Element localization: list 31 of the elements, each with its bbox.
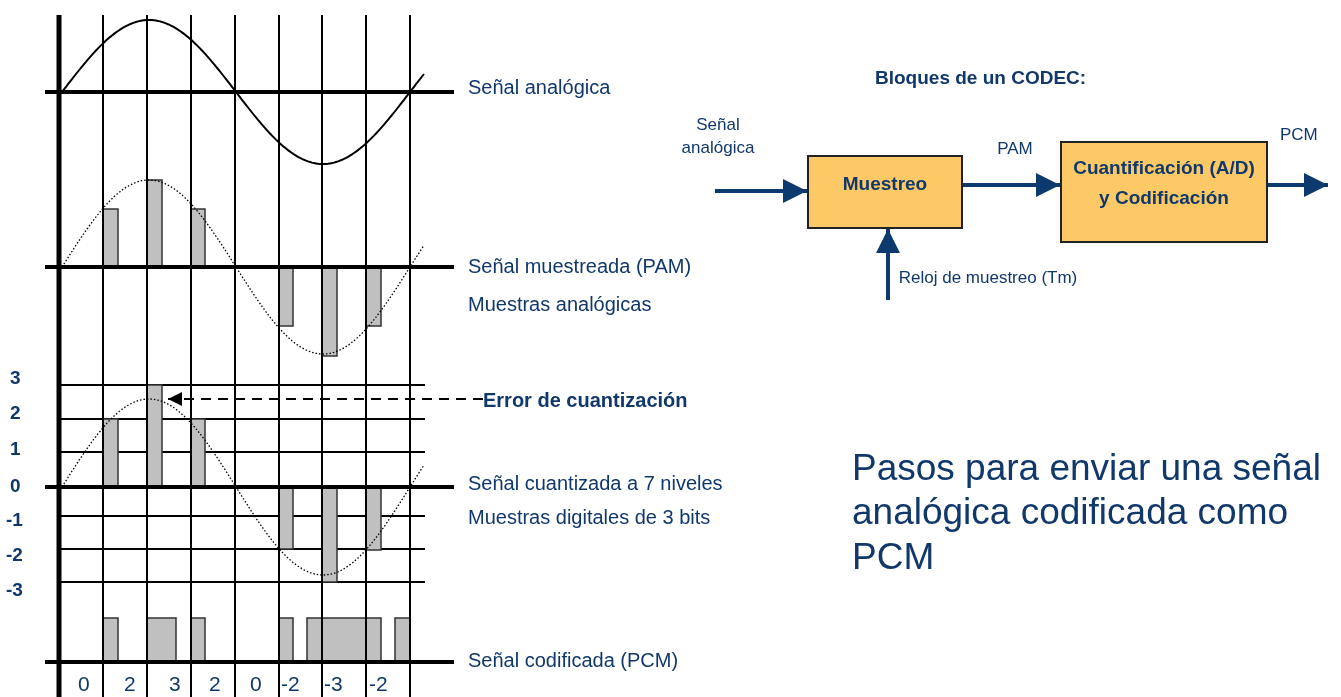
level-number: 2 [10, 403, 21, 424]
level-number: -2 [6, 545, 23, 566]
waveform-label: Señal analógica [468, 76, 611, 98]
code-value: 3 [169, 672, 181, 696]
process-box: Muestreo [807, 155, 963, 229]
waveform-label: Señal codificada (PCM) [468, 649, 679, 671]
arrow [876, 229, 900, 300]
waveform-label: Muestras analógicas [468, 293, 652, 315]
diagram-title: Pasos para enviar una señal analógica codificada como PCM [852, 446, 1322, 579]
code-value: 2 [209, 672, 221, 696]
level-number: 1 [10, 439, 21, 460]
section-heading: Bloques de un CODEC: [875, 68, 1087, 89]
dashed-arrow [167, 392, 484, 406]
waveform-label: Señal muestreada (PAM) [468, 255, 692, 277]
level-number: 3 [10, 368, 21, 389]
code-value: -2 [369, 672, 388, 696]
arrow [963, 173, 1060, 197]
level-number: 0 [10, 476, 21, 497]
code-value: 0 [78, 672, 90, 696]
code-value: -3 [324, 672, 343, 696]
waveform-label: Señal cuantizada a 7 niveles [468, 472, 723, 494]
level-number: -3 [6, 580, 23, 601]
arrow [1268, 173, 1328, 197]
process-box: Cuantificación (A/D) y Codificación [1060, 141, 1268, 243]
waveform-label: Muestras digitales de 3 bits [468, 506, 711, 528]
level-number: -1 [6, 510, 23, 531]
arrow [715, 179, 807, 203]
annotation-text: Error de cuantización [483, 386, 733, 414]
code-value: 0 [250, 672, 262, 696]
code-value: -2 [281, 672, 300, 696]
code-value: 2 [124, 672, 136, 696]
